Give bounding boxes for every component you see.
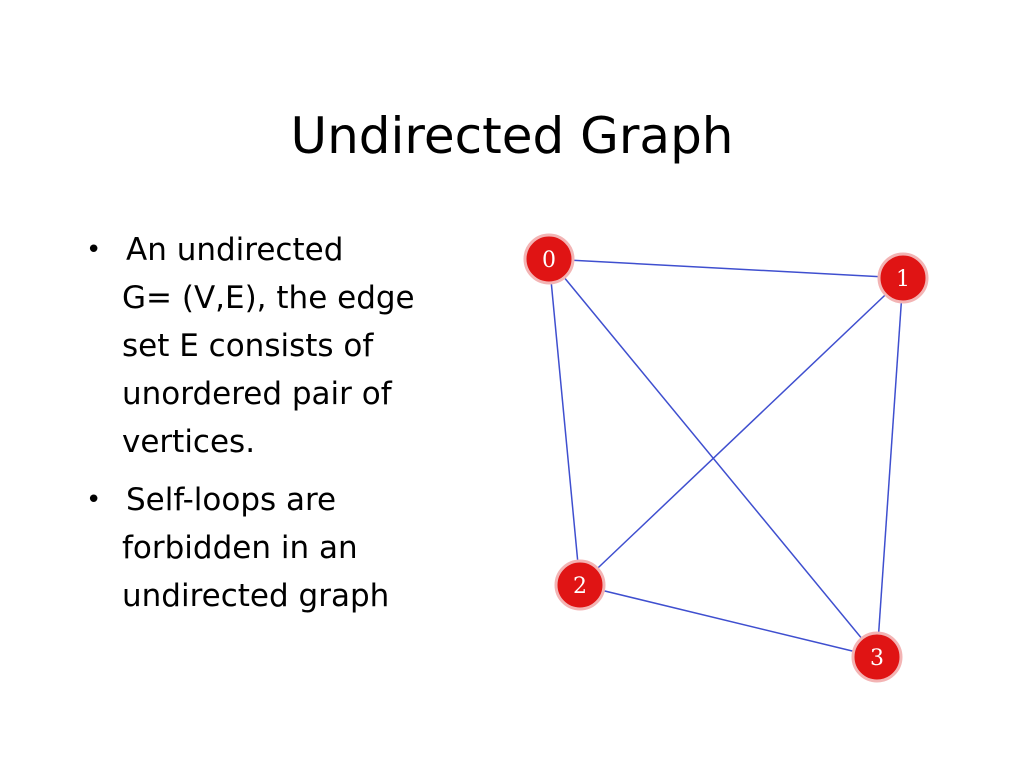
graph-edge-2-3 xyxy=(579,584,878,658)
bullet-item: • Self-loops are forbidden in an undirec… xyxy=(86,476,486,620)
graph-vertex-label: 2 xyxy=(573,574,587,599)
graph-vertex-label: 0 xyxy=(542,248,556,273)
graph-vertex-label: 1 xyxy=(896,267,910,292)
bullet-text-line: G= (V,E), the edge xyxy=(122,280,415,316)
graph-edge-1-2 xyxy=(579,277,904,586)
graph-vertex-circle xyxy=(554,559,606,611)
bullet-text-line: vertices. xyxy=(122,424,256,460)
bullet-text-line: An undirected xyxy=(126,232,344,268)
graph-vertex-1: 1 xyxy=(877,252,929,304)
graph-vertex-circle xyxy=(851,631,903,683)
graph-vertex-label: 3 xyxy=(870,646,884,671)
graph-edge-0-1 xyxy=(548,258,904,279)
graph-vertex-circle xyxy=(523,233,575,285)
bullet-text-line: forbidden in an xyxy=(122,530,358,566)
bullet-text-line: set E consists of xyxy=(122,328,374,364)
graph-vertex-3: 3 xyxy=(851,631,903,683)
graph-vertex-0: 0 xyxy=(523,233,575,285)
graph-vertex-circle xyxy=(877,252,929,304)
undirected-graph-diagram: 0 1 2 3 xyxy=(523,233,929,683)
bullet-text-line: Self-loops are xyxy=(126,482,337,518)
graph-vertex-2: 2 xyxy=(554,559,606,611)
bullet-item: • An undirected G= (V,E), the edge set E… xyxy=(86,226,486,466)
bullet-text-line: undirected graph xyxy=(122,578,390,614)
bullet-dot-icon: • xyxy=(86,235,102,265)
bullet-dot-icon: • xyxy=(86,485,102,515)
bullet-text-line: unordered pair of xyxy=(122,376,392,412)
bullet-list: • An undirected G= (V,E), the edge set E… xyxy=(86,226,486,630)
slide-title: Undirected Graph xyxy=(290,107,734,165)
graph-edge-1-3 xyxy=(876,277,904,658)
graph-edge-0-2 xyxy=(548,258,581,586)
